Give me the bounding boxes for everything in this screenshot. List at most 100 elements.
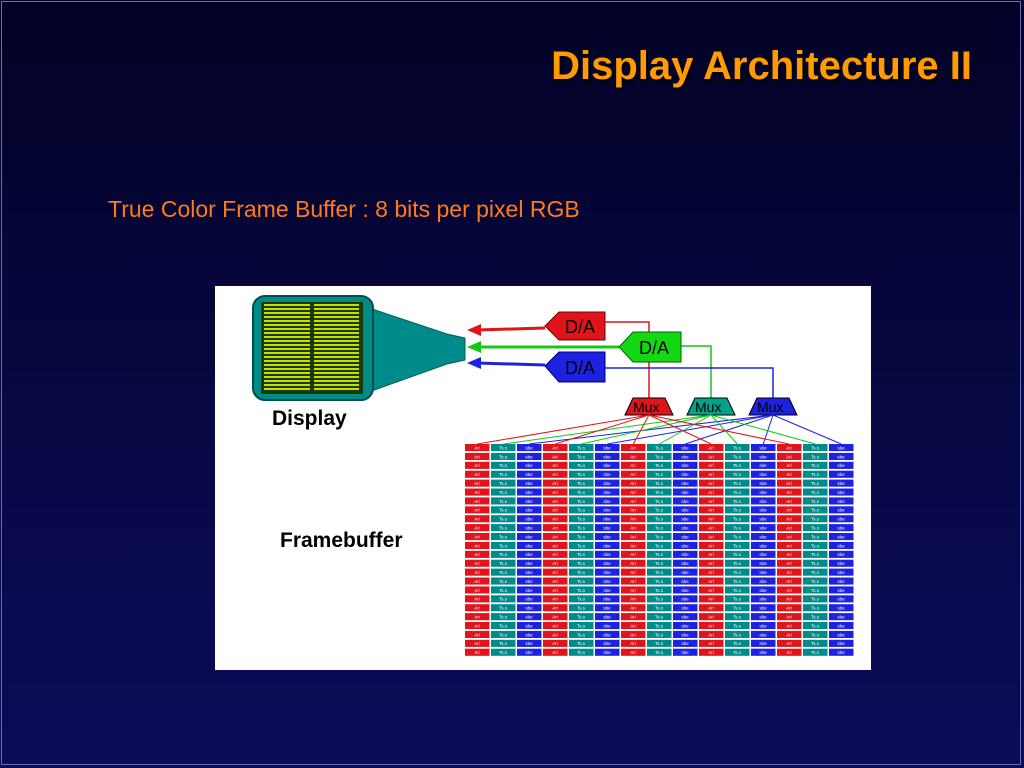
framebuffer-cell-text: Ari xyxy=(708,579,714,584)
framebuffer-cell-text: Ts.s xyxy=(811,588,820,593)
framebuffer-cell-green xyxy=(569,648,594,656)
framebuffer-cell-text: sbe xyxy=(759,499,767,504)
framebuffer-cell-green xyxy=(725,470,750,478)
framebuffer-cell-blue xyxy=(517,461,542,469)
framebuffer-cell-green xyxy=(647,452,672,460)
framebuffer-cell-text: sbe xyxy=(525,490,533,495)
framebuffer-cell-text: Ts.s xyxy=(499,508,508,513)
framebuffer-cell-text: Ts.s xyxy=(499,552,508,557)
framebuffer-cell-green xyxy=(569,550,594,558)
framebuffer-cell-green xyxy=(803,497,828,505)
framebuffer-cell-text: sbe xyxy=(759,508,767,513)
framebuffer-cell-text: sbe xyxy=(681,508,689,513)
framebuffer-cell-text: Ts.s xyxy=(811,632,820,637)
framebuffer-cell-text: Ari xyxy=(474,579,480,584)
framebuffer-cell-green xyxy=(491,568,516,576)
framebuffer-cell-text: Ari xyxy=(786,561,792,566)
framebuffer-cell-red xyxy=(621,630,646,638)
framebuffer-cell-red xyxy=(543,533,568,541)
framebuffer-cell-text: Ari xyxy=(630,641,636,646)
framebuffer-cell-text: Ts.s xyxy=(733,472,742,477)
framebuffer-cell-text: sbe xyxy=(759,615,767,620)
framebuffer-cell-red xyxy=(699,444,724,452)
framebuffer-cell-green xyxy=(491,613,516,621)
framebuffer-cell-text: sbe xyxy=(525,481,533,486)
framebuffer-cell-red xyxy=(699,533,724,541)
framebuffer-cell-text: Ari xyxy=(552,641,558,646)
framebuffer-cell-text: Ts.s xyxy=(733,606,742,611)
framebuffer-cell-text: Ts.s xyxy=(811,499,820,504)
framebuffer-cell-text: Ts.s xyxy=(577,561,586,566)
framebuffer-cell-text: sbe xyxy=(759,623,767,628)
framebuffer-cell-text: Ts.s xyxy=(733,463,742,468)
svg-text:D/A: D/A xyxy=(639,338,669,358)
framebuffer-cell-green xyxy=(647,470,672,478)
framebuffer-cell-red xyxy=(777,524,802,532)
framebuffer-cell-text: Ari xyxy=(474,570,480,575)
framebuffer-cell-text: sbe xyxy=(525,632,533,637)
framebuffer-cell-text: sbe xyxy=(603,543,611,548)
framebuffer-cell-text: sbe xyxy=(837,588,845,593)
framebuffer-cell-green xyxy=(569,506,594,514)
framebuffer-cell-green xyxy=(647,533,672,541)
framebuffer-cell-text: sbe xyxy=(681,526,689,531)
framebuffer-cell-text: Ari xyxy=(786,534,792,539)
framebuffer-cell-red xyxy=(543,577,568,585)
framebuffer-cell-green xyxy=(725,515,750,523)
framebuffer-cell-text: Ts.s xyxy=(655,543,664,548)
framebuffer-cell-green xyxy=(491,488,516,496)
framebuffer-cell-green xyxy=(725,479,750,487)
framebuffer-cell-text: Ari xyxy=(630,534,636,539)
framebuffer-cell-green xyxy=(725,506,750,514)
framebuffer-cell-red xyxy=(543,452,568,460)
framebuffer-cell-green xyxy=(569,559,594,567)
framebuffer-cell-green xyxy=(803,559,828,567)
framebuffer-cell-text: Ts.s xyxy=(733,517,742,522)
framebuffer-cell-text: Ari xyxy=(552,570,558,575)
framebuffer-cell-text: sbe xyxy=(525,543,533,548)
framebuffer-cell-text: Ts.s xyxy=(733,579,742,584)
framebuffer-cell-blue xyxy=(595,586,620,594)
framebuffer-cell-blue xyxy=(673,444,698,452)
crt-scanlines xyxy=(264,304,359,390)
framebuffer-cell-text: Ts.s xyxy=(577,534,586,539)
framebuffer-cell-text: sbe xyxy=(837,632,845,637)
framebuffer-cell-blue xyxy=(517,595,542,603)
framebuffer-cell-text: sbe xyxy=(525,650,533,655)
framebuffer-cell-text: Ari xyxy=(474,534,480,539)
svg-text:D/A: D/A xyxy=(565,358,595,378)
framebuffer-cell-text: sbe xyxy=(681,499,689,504)
framebuffer-cell-blue xyxy=(829,444,854,452)
framebuffer-cell-blue xyxy=(829,452,854,460)
framebuffer-cell-text: Ts.s xyxy=(655,597,664,602)
framebuffer-cell-text: Ari xyxy=(786,623,792,628)
framebuffer-cell-text: Ts.s xyxy=(733,632,742,637)
framebuffer-cell-text: Ts.s xyxy=(577,526,586,531)
framebuffer-cell-green xyxy=(647,550,672,558)
dac-green: D/A xyxy=(618,331,682,363)
framebuffer-cell-red xyxy=(699,506,724,514)
framebuffer-cell-red xyxy=(543,470,568,478)
framebuffer-cell-red xyxy=(699,595,724,603)
red-output-arrow xyxy=(476,326,546,332)
framebuffer-cell-green xyxy=(569,541,594,549)
framebuffer-cell-text: Ari xyxy=(630,481,636,486)
framebuffer-cell-green xyxy=(725,622,750,630)
framebuffer-cell-green xyxy=(725,613,750,621)
fanout-line-green xyxy=(581,414,712,445)
framebuffer-cell-text: Ari xyxy=(474,454,480,459)
framebuffer-cell-text: sbe xyxy=(759,454,767,459)
framebuffer-cell-red xyxy=(621,488,646,496)
mux-blue: Mux xyxy=(748,397,798,416)
framebuffer-cell-text: Ari xyxy=(630,499,636,504)
framebuffer-cell-red xyxy=(465,444,490,452)
framebuffer-cell-blue xyxy=(517,452,542,460)
framebuffer-cell-text: Ari xyxy=(786,650,792,655)
framebuffer-cell-red xyxy=(777,577,802,585)
slide-title: Display Architecture II xyxy=(551,44,972,88)
framebuffer-cell-text: Ts.s xyxy=(499,526,508,531)
framebuffer-cell-text: Ari xyxy=(786,615,792,620)
framebuffer-cell-green xyxy=(569,533,594,541)
framebuffer-cell-red xyxy=(621,639,646,647)
framebuffer-cell-green xyxy=(491,559,516,567)
